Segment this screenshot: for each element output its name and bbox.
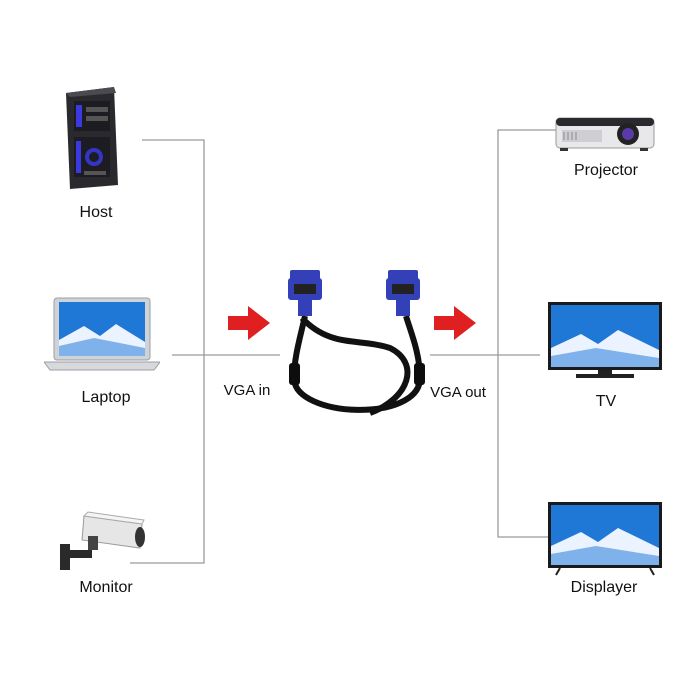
vga-connector-left [288,270,322,316]
tv-icon [548,302,662,378]
vga-connector-right [386,270,420,316]
wire-outputs [497,129,560,538]
arrow-in [228,306,270,340]
source-label-laptop: Laptop [81,389,131,406]
desktop-tower-icon [66,87,118,189]
output-label-tv: TV [595,393,617,410]
arrow-out [434,306,476,340]
projector-icon [555,117,655,151]
vga-in-label: VGA in [223,382,271,399]
cctv-camera-icon [60,511,145,570]
source-label-monitor: Monitor [79,579,133,596]
output-label-projector: Projector [573,162,639,179]
display-icon [548,502,662,576]
vga-out-label: VGA out [430,384,486,401]
vga-cable-icon [288,270,425,416]
output-label-displayer: Displayer [570,579,638,596]
wire-host [130,139,205,564]
source-label-host: Host [79,204,113,221]
laptop-icon [44,297,160,371]
